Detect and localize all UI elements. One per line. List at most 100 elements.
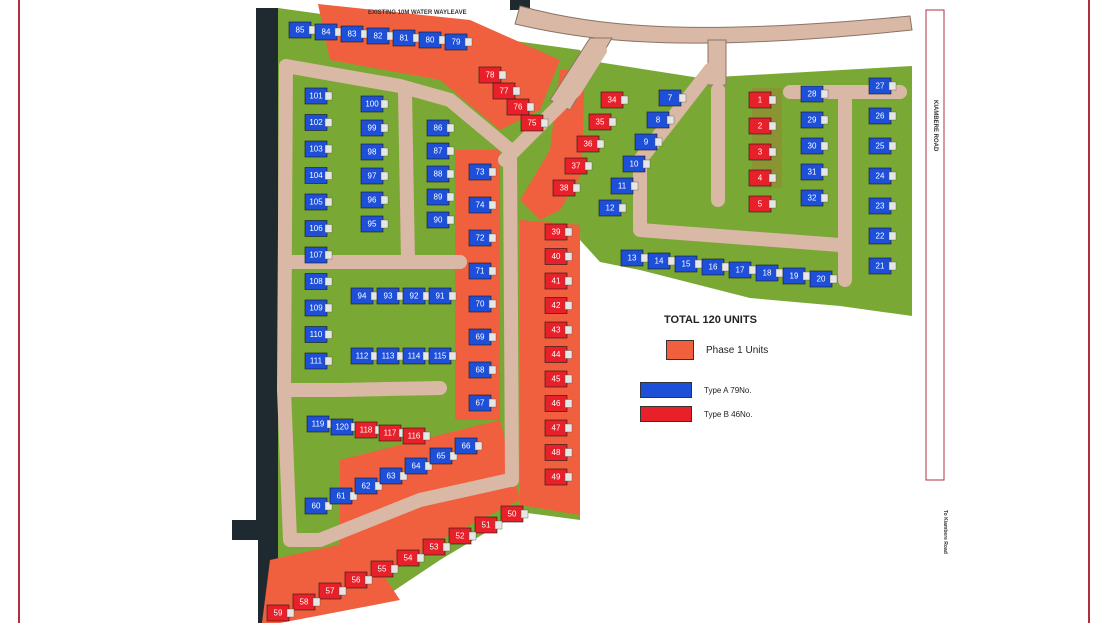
unit-16-parking: [721, 262, 730, 272]
unit-47-parking: [564, 423, 573, 433]
unit-number: 7: [668, 94, 673, 103]
unit-number: 89: [434, 193, 443, 202]
unit-number: 91: [436, 292, 445, 301]
unit-21-parking: [888, 261, 897, 271]
unit-60-parking: [324, 501, 333, 511]
unit-number: 2: [758, 122, 763, 131]
unit-number: 42: [552, 301, 561, 310]
legend-label-type-b: Type B 46No.: [704, 409, 753, 419]
unit-number: 21: [876, 262, 885, 271]
unit-71-parking: [488, 266, 497, 276]
unit-number: 18: [763, 269, 772, 278]
unit-76-parking: [526, 102, 535, 112]
unit-number: 35: [596, 118, 605, 127]
unit-51-parking: [494, 520, 503, 530]
unit-48-parking: [564, 448, 573, 457]
unit-number: 22: [876, 232, 885, 241]
left-frame-line: [18, 0, 20, 623]
unit-number: 36: [584, 140, 593, 149]
unit-79-parking: [464, 37, 473, 47]
unit-number: 75: [528, 119, 537, 128]
unit-number: 83: [348, 30, 357, 39]
legend-label-phase1: Phase 1 Units: [706, 344, 769, 356]
unit-63-parking: [399, 471, 408, 481]
unit-10-parking: [642, 159, 651, 169]
unit-number: 103: [309, 145, 323, 154]
unit-number: 39: [552, 228, 561, 237]
unit-number: 27: [876, 82, 885, 91]
unit-number: 62: [362, 482, 371, 491]
unit-number: 43: [552, 326, 561, 335]
unit-number: 64: [412, 462, 421, 471]
unit-3-parking: [768, 147, 777, 157]
unit-number: 28: [808, 90, 817, 99]
unit-number: 65: [437, 452, 446, 461]
unit-number: 1: [758, 96, 763, 105]
unit-number: 58: [300, 598, 309, 607]
unit-1-parking: [768, 95, 777, 105]
unit-number: 71: [476, 267, 485, 276]
unit-89-parking: [446, 192, 455, 202]
unit-35-parking: [608, 117, 617, 127]
unit-number: 70: [476, 300, 485, 309]
unit-number: 99: [368, 124, 377, 133]
unit-number: 101: [309, 92, 323, 101]
unit-number: 45: [552, 375, 561, 384]
unit-number: 96: [368, 196, 377, 205]
unit-number: 68: [476, 366, 485, 375]
unit-99-parking: [380, 123, 389, 133]
unit-number: 54: [404, 554, 413, 563]
unit-32-parking: [820, 193, 829, 203]
north-access-road: [514, 5, 913, 44]
unit-115-parking: [448, 351, 457, 361]
unit-number: 3: [758, 148, 763, 157]
unit-43-parking: [564, 325, 573, 335]
unit-18-parking: [775, 268, 784, 278]
legend-item-type-a: Type A 79No.: [640, 382, 752, 398]
unit-number: 51: [482, 521, 491, 530]
unit-number: 19: [790, 272, 799, 281]
unit-number: 32: [808, 194, 817, 203]
unit-number: 113: [382, 352, 395, 361]
unit-number: 107: [309, 251, 323, 260]
unit-number: 10: [630, 160, 639, 169]
unit-102-parking: [324, 118, 333, 127]
unit-40-parking: [564, 252, 573, 261]
unit-87-parking: [446, 146, 455, 156]
unit-number: 80: [426, 36, 435, 45]
unit-26-parking: [888, 111, 897, 121]
unit-number: 88: [434, 170, 443, 179]
unit-number: 30: [808, 142, 817, 151]
main-road-strip: [925, 9, 945, 481]
unit-56-parking: [364, 575, 373, 585]
unit-25-parking: [888, 141, 897, 151]
unit-number: 116: [408, 432, 421, 441]
unit-20-parking: [829, 274, 838, 284]
unit-number: 108: [309, 277, 323, 286]
unit-101-parking: [324, 91, 333, 101]
unit-number: 8: [656, 116, 661, 125]
unit-23-parking: [888, 201, 897, 211]
unit-number: 90: [434, 216, 443, 225]
unit-44-parking: [564, 350, 573, 359]
unit-number: 118: [360, 426, 373, 435]
unit-39-parking: [564, 227, 573, 237]
unit-number: 66: [462, 442, 471, 451]
west-boundary-band: [232, 8, 278, 623]
unit-number: 12: [606, 204, 615, 213]
unit-number: 72: [476, 234, 485, 243]
unit-29-parking: [820, 115, 829, 125]
unit-69-parking: [488, 332, 497, 342]
unit-108-parking: [324, 277, 333, 286]
unit-68-parking: [488, 365, 497, 375]
unit-number: 117: [384, 429, 397, 438]
unit-15-parking: [694, 259, 703, 269]
unit-number: 82: [374, 32, 383, 41]
main-road-label: KIAMBERE ROAD: [932, 100, 938, 152]
unit-number: 120: [335, 423, 349, 432]
unit-number: 81: [400, 34, 409, 43]
unit-number: 102: [309, 118, 323, 127]
legend-label-type-a: Type A 79No.: [704, 385, 752, 395]
legend: TOTAL 120 UNITS Phase 1 Units Type A 79N…: [630, 310, 830, 430]
unit-number: 53: [430, 543, 439, 552]
